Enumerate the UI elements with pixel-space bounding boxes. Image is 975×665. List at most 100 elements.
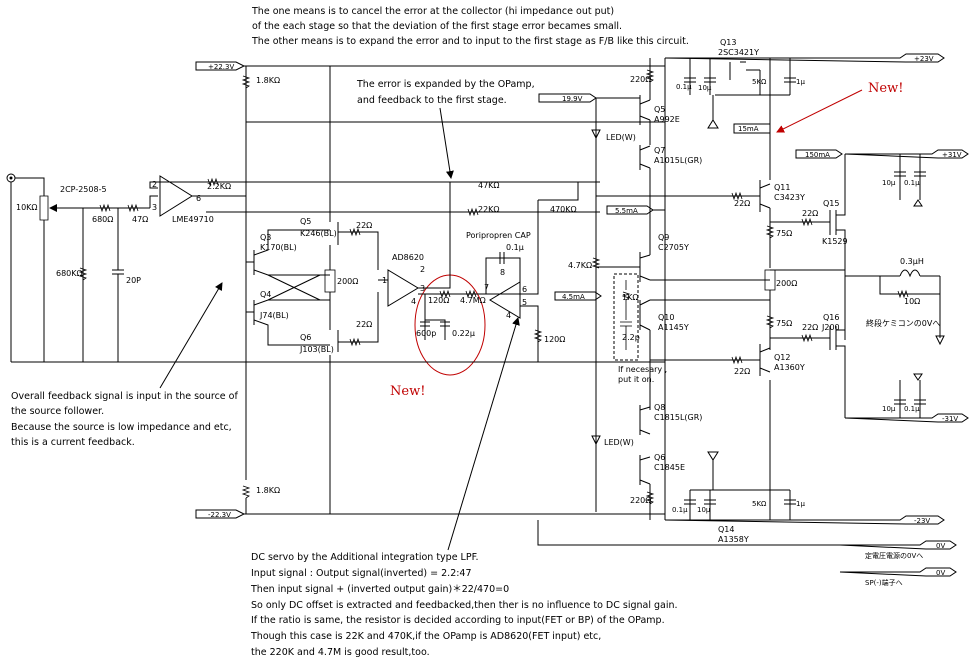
note-servo-line2: Input signal : Output signal(inverted) =… <box>251 568 472 579</box>
note-opamp-error: The error is expanded by the OPamp, and … <box>356 79 535 106</box>
r200-b-label: 200Ω <box>776 279 797 288</box>
r22-e-label: 22Ω <box>802 209 818 218</box>
q12-name: Q12 <box>774 353 790 362</box>
current-15ma-label: 15mA <box>738 125 759 133</box>
q5b-type: A992E <box>654 115 680 124</box>
ccs-bottom: 0.1μ 10μ 5KΩ 1μ Q14 A1358Y <box>672 380 805 544</box>
rail-m23: -23V <box>664 515 945 525</box>
q6j-type: J103(BL) <box>299 345 334 354</box>
servo-pin5: 5 <box>522 298 527 307</box>
q8-name: Q8 <box>654 403 665 412</box>
c10-c-label: 10μ <box>882 405 896 413</box>
led2-label: LED(W) <box>604 438 634 447</box>
r10-label: 10Ω <box>904 297 920 306</box>
q8-type: C1815L(GR) <box>654 413 702 422</box>
feedback-note-arrow <box>159 282 223 389</box>
q14-name: Q14 <box>718 525 734 534</box>
r220-bot-label: 220Ω <box>630 496 651 505</box>
c1-b-label: 1μ <box>796 500 805 508</box>
note-opamp-line1: The error is expanded by the OPamp, <box>356 79 535 90</box>
servo-pin6: 6 <box>522 285 527 294</box>
out-jp-label: 終段ケミコンの0Vへ <box>866 318 940 328</box>
u2-pin4: 4 <box>411 297 416 306</box>
q5b-name: Q5 <box>654 105 665 114</box>
r18k-bot-label: 1.8KΩ <box>256 486 280 495</box>
q16-type: J200 <box>821 323 840 332</box>
r22-d-label: 22Ω <box>734 367 750 376</box>
r47k-vbe-label: 4.7KΩ <box>568 261 592 270</box>
c01-servo-label: 0.1μ <box>506 243 524 252</box>
q15-type: K1529 <box>822 237 848 246</box>
note-feedback-line4: this is a current feedback. <box>11 437 135 448</box>
rail-m223: -22.3V <box>195 509 665 519</box>
u1-pin6: 6 <box>196 194 201 203</box>
c022-label: 0.22μ <box>452 329 475 338</box>
q6j-name: Q6 <box>300 333 311 342</box>
q10-type: A1145Y <box>658 323 689 332</box>
opamp-note-arrow <box>439 107 454 179</box>
q15-name: Q15 <box>823 199 839 208</box>
q4-name: Q4 <box>260 290 271 299</box>
opamp-lme49710 <box>159 175 193 217</box>
rail-p223: +22.3V <box>195 61 665 71</box>
rail-0v-a-label: 0V <box>936 542 945 550</box>
input-section: 2CP-2508-5 10KΩ 680KΩ 680Ω 47Ω 20P 2 3 6… <box>6 173 665 363</box>
r120-a-label: 120Ω <box>428 296 449 305</box>
output-stage: 22Ω Q11 C3423Y 75Ω 200Ω 75Ω 22Ω Q12 A136… <box>596 58 945 520</box>
r22-f-label: 22Ω <box>802 323 818 332</box>
c01-c-label: 0.1μ <box>904 405 920 413</box>
r18k-top-label: 1.8KΩ <box>256 76 280 85</box>
note-feedback: Overall feedback signal is input in the … <box>11 391 238 448</box>
q9-name: Q9 <box>658 233 669 242</box>
current-150ma-label: 150mA <box>805 151 830 159</box>
rail-199-label: 19.9V <box>562 95 583 103</box>
new-label-ccs: New! <box>868 81 903 96</box>
r47k-label: 47KΩ <box>478 181 500 190</box>
c10-d-label: 10μ <box>697 506 711 514</box>
c1-a-label: 1μ <box>796 78 805 86</box>
rail-m23-label: -23V <box>914 517 930 525</box>
r10k-label: 10KΩ <box>16 203 38 212</box>
q3-type: K170(BL) <box>260 243 297 252</box>
rail-m31: -31V <box>844 413 969 423</box>
note-top: The one means is to cancel the error at … <box>251 6 689 47</box>
rail-0v-a: 0V 定電圧電源の0Vへ <box>839 540 957 560</box>
current-150ma: 150mA <box>795 149 843 159</box>
rail-p31-label: +31V <box>942 151 962 159</box>
new-label-servo: New! <box>390 384 425 399</box>
current-4-5ma-label: 4.5mA <box>562 293 585 301</box>
u2-label: AD8620 <box>392 253 424 262</box>
note-top-line1: The one means is to cancel the error at … <box>251 6 614 17</box>
c22p-label: 2.2p <box>622 333 640 342</box>
q7-type: A1015L(GR) <box>654 156 702 165</box>
rail-m223-label: -22.3V <box>208 511 231 519</box>
rail-p31: +31V <box>844 149 969 159</box>
vas-stage: 220Ω Q5 A992E Q7 A1015L(GR) LED(W) Q9 C2… <box>568 58 770 520</box>
note-ifnec-line1: If necesary , <box>618 365 667 374</box>
new-arrow <box>776 89 863 133</box>
r47m-label: 4.7MΩ <box>460 296 486 305</box>
r5k-b-label: 5KΩ <box>752 500 767 508</box>
r22-b-label: 22Ω <box>356 320 372 329</box>
note-dc-servo: DC servo by the Additional integration t… <box>250 552 678 658</box>
note-servo-line3: Then input signal + (inverted output gai… <box>250 584 509 595</box>
note-feedback-line1: Overall feedback signal is input in the … <box>11 391 238 402</box>
c01-b-label: 0.1μ <box>904 179 920 187</box>
q3-name: Q3 <box>260 233 271 242</box>
servo-pin7: 7 <box>484 283 489 292</box>
led1-label: LED(W) <box>606 133 636 142</box>
servo-pin8: 8 <box>500 268 505 277</box>
c10-b-label: 10μ <box>882 179 896 187</box>
l03-label: 0.3μH <box>900 257 924 266</box>
r220-top-label: 220Ω <box>630 75 651 84</box>
q16-name: Q16 <box>823 313 839 322</box>
note-opamp-line2: and feedback to the first stage. <box>357 95 507 106</box>
c10-a-label: 10μ <box>698 84 712 92</box>
opamp-ad8620 <box>387 269 419 307</box>
note-servo-line1: DC servo by the Additional integration t… <box>251 552 479 563</box>
note-servo-line4: So only DC offset is extracted and feedb… <box>251 600 678 611</box>
note-top-line2: of the each stage so that the deviation … <box>252 21 622 32</box>
cap-label: Poripropren CAP <box>466 231 531 240</box>
rail-m31-label: -31V <box>942 415 958 423</box>
